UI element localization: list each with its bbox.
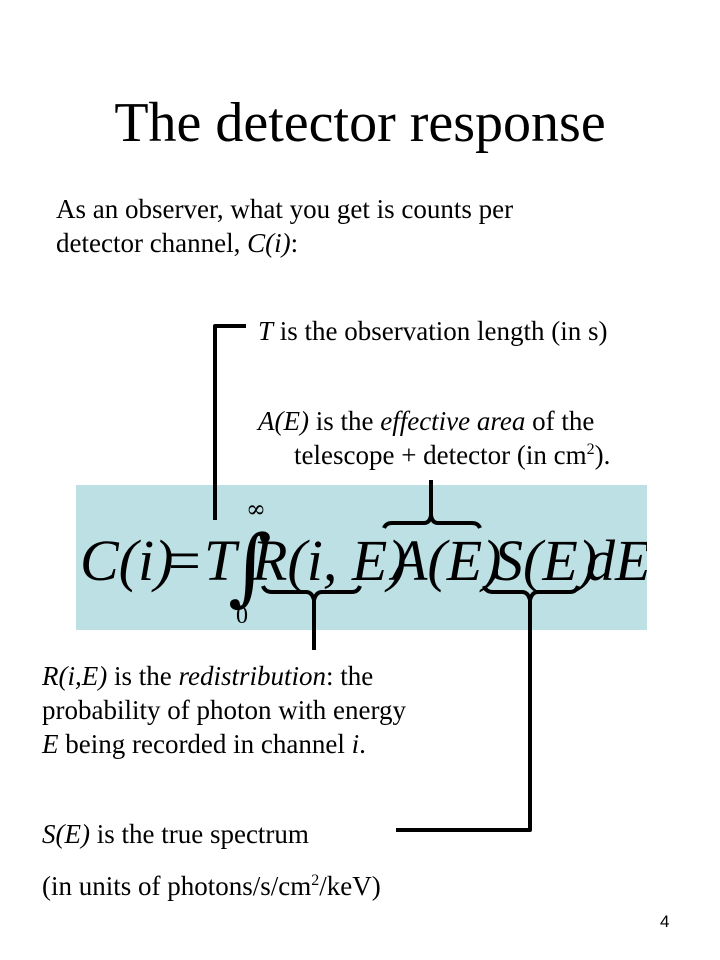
annotation-a: A(E) is the effective area of the telesc… <box>258 404 610 472</box>
annotation-r-emphasis: redistribution <box>178 661 326 691</box>
annotation-r-line-1: R(i,E) is the redistribution: the <box>42 659 406 693</box>
annotation-r-line-3-end: . <box>359 729 366 759</box>
annotation-s-units-b: /keV) <box>319 871 381 901</box>
formula-box <box>76 485 647 630</box>
annotation-r-symbol: R(i,E) <box>42 661 108 691</box>
annotation-a-emphasis: effective area <box>380 406 526 436</box>
intro-line-2: detector channel, C(i): <box>56 226 513 260</box>
annotation-r-line-3-text: being recorded in channel <box>58 729 352 759</box>
annotation-s-units-superscript: 2 <box>311 872 320 889</box>
annotation-r-symbol-i: i <box>351 729 360 759</box>
annotation-a-symbol: A(E) <box>258 406 309 436</box>
annotation-r-line-3: E being recorded in channel i. <box>42 727 406 761</box>
formula-equation: C(i) = T R(i, E) A(E) S(E) dE ∫ ∞ 0 <box>80 495 647 629</box>
formula-de: dE <box>586 528 647 593</box>
page-number: 4 <box>660 912 670 931</box>
formula-integral: ∫ <box>228 517 272 615</box>
annotation-t-text: is the observation length (in s) <box>273 316 608 346</box>
annotation-r-symbol-e: E <box>42 729 59 759</box>
annotation-r-text-a: is the <box>107 661 179 691</box>
formula-t: T <box>204 528 240 593</box>
annotation-s-text: is the true spectrum <box>89 819 309 849</box>
formula-lhs: C(i) <box>80 528 173 593</box>
connector-s <box>396 600 532 832</box>
annotation-a-line-2-end: ). <box>594 440 611 470</box>
annotation-a-line-1: A(E) is the effective area of the <box>258 404 610 438</box>
annotation-t-symbol: T <box>258 316 274 346</box>
annotation-a-text-b: of the <box>525 406 595 436</box>
intro-line-2-end: : <box>290 228 299 258</box>
formula-a: A(E) <box>388 528 502 593</box>
annotation-r-line-2: probability of photon with energy <box>42 695 406 725</box>
annotation-r-text-b: : the <box>326 661 374 691</box>
annotation-t: T is the observation length (in s) <box>258 314 607 348</box>
formula-s: S(E) <box>494 528 597 593</box>
annotation-a-superscript: 2 <box>586 441 595 458</box>
formula-lower-limit: 0 <box>236 603 248 629</box>
annotation-s-units-a: (in units of photons/s/cm <box>42 871 312 901</box>
formula-r: R(i, E) <box>251 528 407 593</box>
page-title: The detector response <box>114 92 606 154</box>
annotation-s-units: (in units of photons/s/cm2/keV) <box>42 869 381 903</box>
annotation-a-line-2: telescope + detector (in cm2). <box>258 438 610 472</box>
annotation-s: S(E) is the true spectrum <box>42 817 309 851</box>
intro-text: As an observer, what you get is counts p… <box>56 192 513 260</box>
formula-upper-limit: ∞ <box>246 495 266 523</box>
intro-line-2-text: detector channel, <box>56 228 248 258</box>
intro-line-1: As an observer, what you get is counts p… <box>56 194 514 224</box>
annotation-s-symbol: S(E) <box>42 819 90 849</box>
formula-equals: = <box>168 528 201 593</box>
annotation-a-text-a: is the <box>308 406 381 436</box>
intro-symbol-ci: C(i) <box>247 228 291 258</box>
annotation-r: R(i,E) is the redistribution: the probab… <box>42 659 406 761</box>
annotation-a-line-2-text: telescope + detector (in cm <box>294 440 587 470</box>
